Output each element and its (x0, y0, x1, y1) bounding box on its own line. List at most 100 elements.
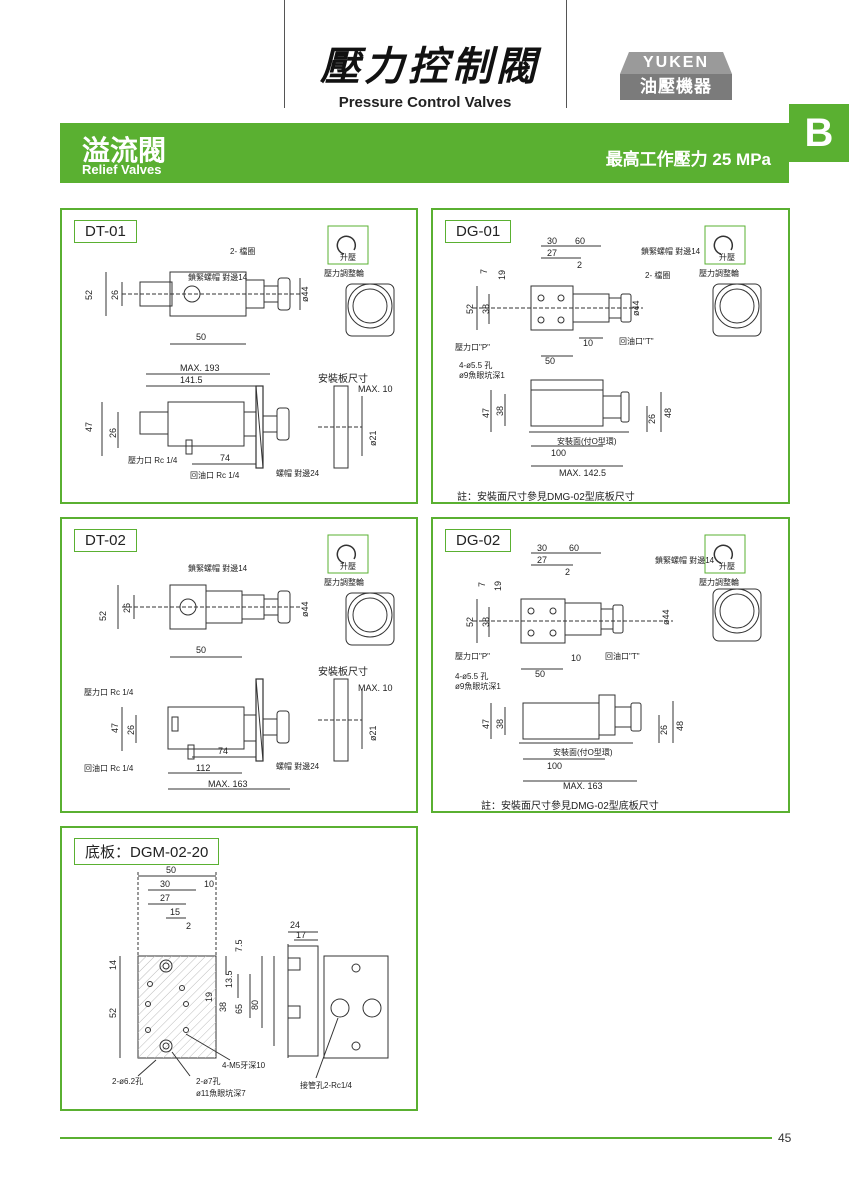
page-number: 45 (778, 1131, 792, 1145)
svg-text:14: 14 (108, 960, 118, 970)
pressure-port-label: 壓力口 Rc 1/4 (128, 455, 178, 465)
svg-text:ø44: ø44 (300, 601, 310, 617)
tapped-holes-label: 4-M5牙深10 (222, 1061, 266, 1070)
svg-text:141.5: 141.5 (180, 375, 203, 385)
mount-holes-label: 4-ø5.5 孔 (459, 361, 492, 370)
svg-text:30: 30 (537, 543, 547, 553)
pressure-port-label: 壓力口"P" (455, 342, 490, 352)
footer-rule (60, 1137, 772, 1139)
svg-text:2: 2 (565, 567, 570, 577)
drill-holes-b-label: 2-ø7孔 (196, 1077, 220, 1086)
adjust-knob-label: 壓力調整輪 (324, 577, 364, 587)
svg-text:52: 52 (108, 1008, 118, 1018)
adjust-knob-label: 壓力調整輪 (324, 268, 364, 278)
svg-text:MAX. 163: MAX. 163 (563, 781, 603, 791)
counterbore-label: ø11魚眼坑深7 (196, 1088, 246, 1098)
panel-dg02: 30 60 27 2 7 19 52 38 10 50 ø44 47 38 10… (431, 517, 790, 813)
panel-note: 註：安裝面尺寸參見DMG-02型底板尺寸 (457, 492, 635, 503)
mount-plate-label: 安裝板尺寸 (318, 665, 368, 678)
svg-text:MAX. 193: MAX. 193 (180, 363, 220, 373)
svg-text:24: 24 (290, 920, 300, 930)
lock-nut-label: 鎖緊螺帽 對邊14 (188, 272, 248, 282)
svg-text:17: 17 (296, 930, 306, 940)
drawing-dg01: 30 60 27 2 7 19 52 38 10 50 ø44 47 38 10… (455, 225, 762, 478)
svg-text:80: 80 (250, 1000, 260, 1010)
adjust-knob-label: 壓力調整輪 (699, 577, 739, 587)
panel-label-dgm: 底板：DGM-02-20 (74, 838, 220, 865)
svg-text:MAX. 142.5: MAX. 142.5 (559, 468, 606, 478)
mount-face-label: 安裝面(付O型環) (553, 747, 613, 757)
svg-text:47: 47 (481, 719, 491, 729)
svg-text:48: 48 (675, 721, 685, 731)
panel-label-dt01: DT-01 (74, 220, 137, 243)
svg-text:13.5: 13.5 (224, 970, 234, 988)
svg-text:ø44: ø44 (300, 286, 310, 302)
svg-text:50: 50 (535, 669, 545, 679)
lock-nut-label: 鎖緊螺帽 對邊14 (655, 555, 715, 565)
section-title: 溢流閥 (82, 135, 167, 166)
panel-dt02: 52 26 50 ø44 MAX. 10 ø21 47 26 74 112 MA… (60, 517, 418, 813)
section-subtitle: Relief Valves (82, 162, 162, 177)
svg-text:ø44: ø44 (661, 609, 671, 625)
svg-text:38: 38 (218, 1002, 228, 1012)
rise-label: 升壓 (340, 253, 356, 262)
svg-text:2: 2 (186, 921, 191, 931)
pressure-port-label: 壓力口"P" (455, 651, 490, 661)
retaining-ring-label: 2- 檔圈 (230, 246, 255, 256)
svg-text:50: 50 (545, 356, 555, 366)
panel-dgm-02-20: 50 30 10 27 15 2 7.5 14 52 13.5 19 38 65… (60, 826, 418, 1111)
svg-text:MAX. 10: MAX. 10 (358, 384, 393, 394)
max-pressure: 最高工作壓力 25 MPa (605, 150, 771, 169)
svg-text:27: 27 (547, 248, 557, 258)
svg-text:19: 19 (493, 581, 503, 591)
rise-label: 升壓 (340, 562, 356, 571)
svg-text:ø21: ø21 (368, 725, 378, 741)
svg-text:50: 50 (196, 332, 206, 342)
svg-text:52: 52 (465, 304, 475, 314)
logo-subtitle: 油壓機器 (620, 74, 732, 100)
svg-text:26: 26 (108, 428, 118, 438)
svg-text:10: 10 (204, 879, 214, 889)
drawing-dg02: 30 60 27 2 7 19 52 38 10 50 ø44 47 38 10… (455, 534, 762, 791)
svg-text:26: 26 (110, 290, 120, 300)
pipe-port-label: 接管孔2-Rc1/4 (300, 1080, 353, 1090)
svg-text:19: 19 (497, 270, 507, 280)
svg-text:7.5: 7.5 (234, 939, 244, 952)
drawing-dt01: 52 26 50 ø44 MAX. 193 141.5 MAX. 10 ø21 … (84, 225, 395, 480)
section-tab: B (789, 104, 849, 162)
svg-text:26: 26 (647, 414, 657, 424)
retaining-ring-label: 2- 檔圈 (645, 270, 670, 280)
panel-label-dt02: DT-02 (74, 529, 137, 552)
counterbore-label: ø9魚眼坑深1 (459, 370, 505, 380)
panel-label-dg02: DG-02 (445, 529, 512, 552)
svg-text:27: 27 (537, 555, 547, 565)
return-port-label: 回油口 Rc 1/4 (190, 470, 240, 480)
svg-text:60: 60 (575, 236, 585, 246)
drawing-dt02: 52 26 50 ø44 MAX. 10 ø21 47 26 74 112 MA… (84, 534, 395, 790)
svg-text:74: 74 (220, 453, 230, 463)
mount-face-label: 安裝面(付O型環) (557, 436, 617, 446)
return-port-label: 回油口"T" (605, 651, 640, 661)
rise-label: 升壓 (719, 562, 735, 571)
page-title: 壓力控制閥 (320, 45, 540, 89)
drill-holes-a-label: 2-ø6.2孔 (112, 1077, 143, 1086)
svg-text:MAX. 163: MAX. 163 (208, 779, 248, 789)
return-port-label: 回油口"T" (619, 336, 654, 346)
svg-text:50: 50 (166, 865, 176, 875)
svg-text:10: 10 (583, 338, 593, 348)
section-banner: 溢流閥 Relief Valves 最高工作壓力 25 MPa (60, 123, 789, 183)
svg-text:19: 19 (204, 992, 214, 1002)
lock-nut-label: 鎖緊螺帽 對邊14 (188, 563, 248, 573)
svg-text:74: 74 (218, 746, 228, 756)
svg-text:27: 27 (160, 893, 170, 903)
svg-text:65: 65 (234, 1004, 244, 1014)
nut-label: 螺帽 對邊24 (276, 761, 320, 771)
svg-text:38: 38 (495, 719, 505, 729)
drawing-dgm: 50 30 10 27 15 2 7.5 14 52 13.5 19 38 65… (108, 865, 389, 1098)
svg-text:ø44: ø44 (631, 300, 641, 316)
svg-text:ø21: ø21 (368, 430, 378, 446)
svg-text:47: 47 (481, 408, 491, 418)
svg-text:112: 112 (196, 763, 210, 773)
header-divider-right (566, 0, 567, 108)
svg-text:100: 100 (547, 761, 562, 771)
